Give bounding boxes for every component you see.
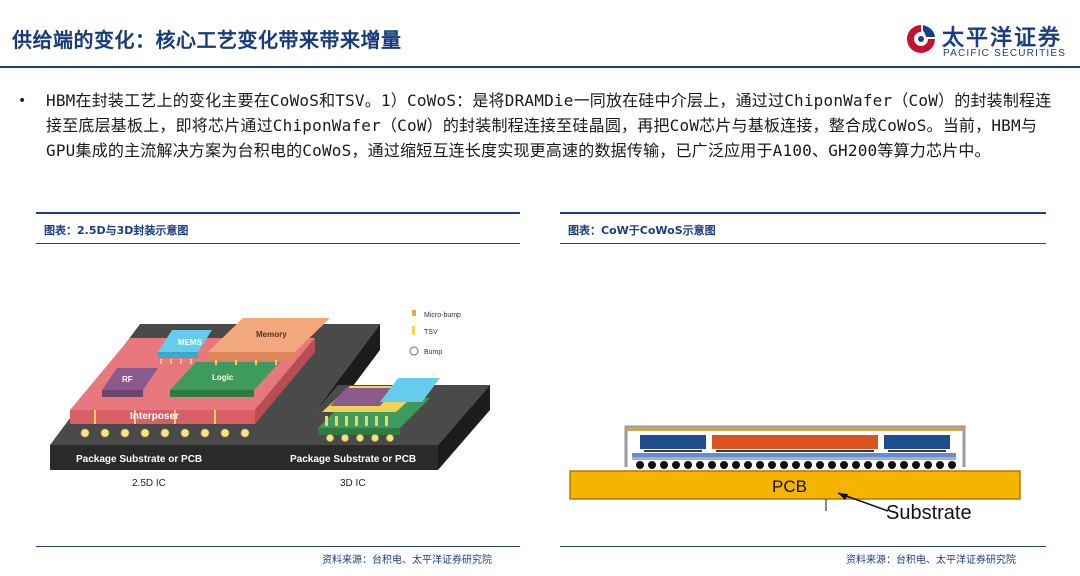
left-panel-bottom-rule	[36, 546, 520, 547]
substrate-left-label: Package Substrate or PCB	[76, 454, 202, 465]
header-divider	[0, 66, 1080, 68]
right-panel-top-rule	[560, 212, 1046, 214]
left-figure-caption: 图表：2.5D与3D封装示意图	[44, 224, 189, 237]
logic-label: Logic	[212, 373, 234, 382]
mems-label: MEMS	[178, 338, 203, 347]
gpu-die	[712, 435, 878, 449]
memory-label: Memory	[256, 330, 287, 339]
bullet-paragraph: HBM在封装工艺上的变化主要在CoWoS和TSV。1）CoWoS：是将DRAMD…	[46, 91, 1052, 160]
legend-tsv-label: TSV	[424, 329, 438, 336]
bump-row	[80, 428, 250, 438]
legend-tsv-icon	[412, 326, 415, 335]
right-panel-caption-rule	[560, 243, 1046, 244]
left-panel-caption-rule	[36, 243, 520, 244]
silicon-interposer	[632, 453, 956, 457]
legend-bump-label: Bump	[424, 349, 442, 356]
substrate-label: Substrate	[886, 502, 972, 524]
interposer-label: Interposer	[130, 411, 179, 422]
ic-25d-label: 2.5D IC	[132, 478, 166, 489]
hbm-die-right	[884, 435, 950, 449]
legend-microbump-icon	[412, 310, 416, 316]
ic-3d-label: 3D IC	[340, 478, 366, 489]
bullet-icon: •	[18, 93, 27, 109]
logo-english-name: PACIFIC SECURITIES	[943, 48, 1067, 59]
pcb-label: PCB	[772, 477, 807, 496]
hbm-die-left	[640, 435, 706, 449]
memory-chip	[208, 318, 330, 352]
legend-microbump-label: Micro-bump	[424, 312, 461, 319]
page-title: 供给端的变化：核心工艺变化带来带来增量	[12, 28, 402, 52]
right-figure-source: 资料来源：台积电、太平洋证券研究院	[846, 555, 1016, 566]
right-panel-bottom-rule	[560, 546, 1046, 547]
stack-rf-layer	[330, 388, 396, 406]
logic-chip	[170, 362, 280, 390]
packaging-25d-3d-diagram: MEMS Memory RF Logic Interposer Package …	[50, 310, 490, 489]
c4-bump-row	[636, 461, 956, 469]
logo-chinese-name: 太平洋证券	[942, 26, 1063, 51]
mems-chip	[158, 330, 212, 352]
rf-label: RF	[122, 375, 133, 384]
pcb-substrate	[569, 470, 1021, 500]
substrate-front-left	[50, 445, 290, 470]
legend-bump-icon	[409, 346, 419, 356]
rf-chip	[102, 368, 158, 390]
substrate-front-right	[286, 445, 438, 470]
stack-mems-layer	[380, 378, 440, 402]
pacific-logo-icon	[907, 25, 935, 53]
left-figure-source: 资料来源：台积电、太平洋证券研究院	[322, 555, 492, 566]
substrate-right-label: Package Substrate or PCB	[290, 454, 416, 465]
right-figure-caption: 图表：CoW于CoWoS示意图	[568, 224, 716, 237]
company-logo: 太平洋证券 PACIFIC SECURITIES	[904, 18, 1074, 64]
left-panel-top-rule	[36, 212, 520, 214]
cow-cowos-diagram: PCB Substrate	[569, 425, 1021, 524]
